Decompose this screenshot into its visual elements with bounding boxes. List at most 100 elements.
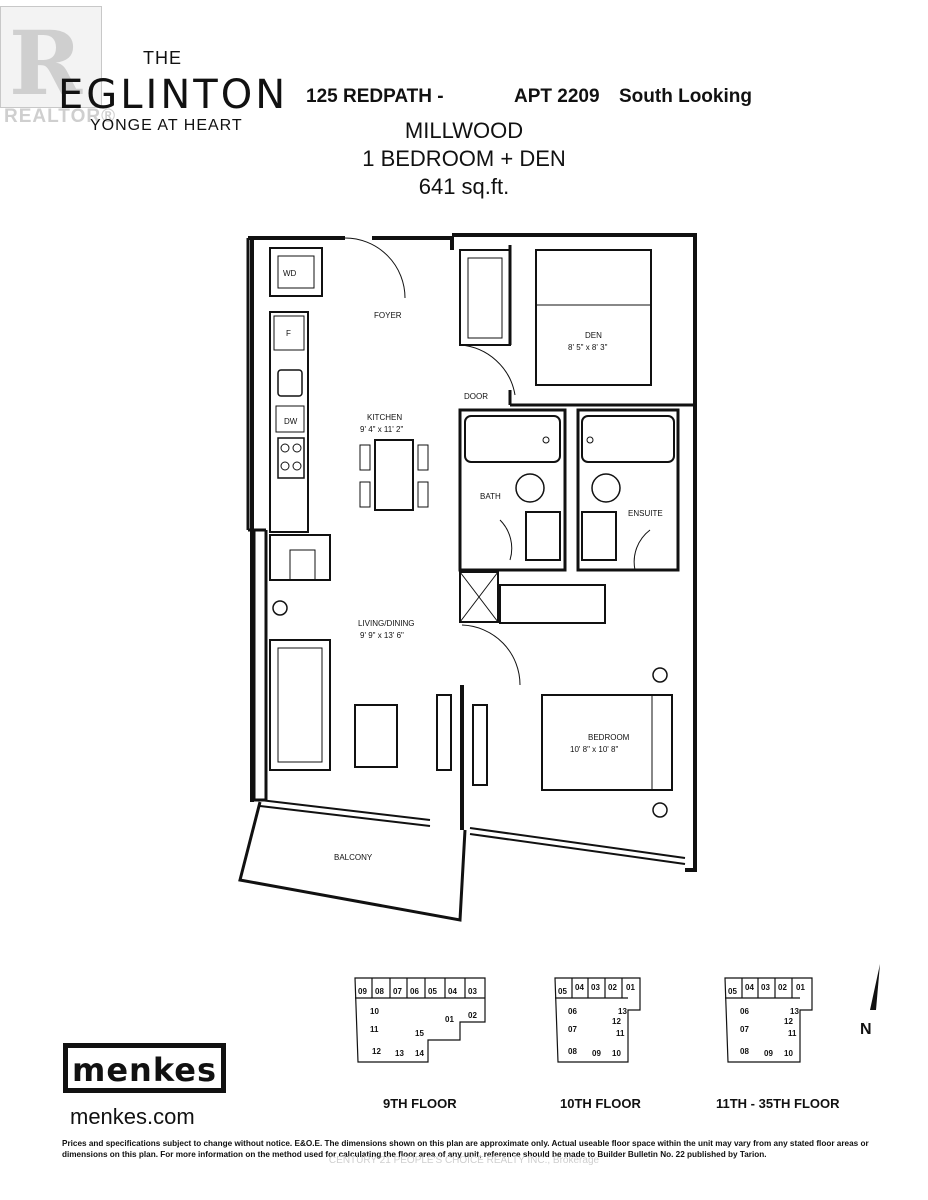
bath-label: BATH: [480, 492, 501, 501]
keyplan-10th-label: 10TH FLOOR: [560, 1096, 641, 1111]
north-label: N: [860, 1021, 872, 1038]
den-dimensions: 8' 5" x 8' 3": [568, 343, 608, 352]
bedroom-window: [469, 827, 686, 865]
coffee-table: [354, 704, 398, 768]
living-window: [259, 799, 431, 827]
svg-text:13: 13: [395, 1049, 404, 1058]
svg-text:08: 08: [740, 1047, 749, 1056]
den-label: DEN: [585, 331, 602, 340]
bedroom-door-swing: [461, 624, 521, 686]
svg-text:12: 12: [784, 1017, 793, 1026]
svg-text:06: 06: [410, 987, 419, 996]
balcony-outline: [238, 801, 467, 922]
svg-text:13: 13: [618, 1007, 627, 1016]
svg-text:06: 06: [740, 1007, 749, 1016]
entry-door-swing: [344, 237, 406, 299]
menkes-url: menkes.com: [70, 1104, 195, 1129]
menkes-logo: menkes: [63, 1043, 226, 1093]
svg-text:01: 01: [445, 1015, 454, 1024]
bath-toilet: [515, 473, 545, 503]
svg-text:03: 03: [468, 987, 477, 996]
balcony-label: BALCONY: [334, 853, 373, 862]
svg-text:07: 07: [740, 1025, 749, 1034]
cooktop: [277, 437, 305, 479]
svg-text:01: 01: [796, 983, 805, 992]
kitchen-dimensions: 9' 4" x 11' 2": [360, 425, 403, 434]
kitchen-counter: [269, 311, 309, 533]
svg-text:12: 12: [372, 1047, 381, 1056]
svg-text:07: 07: [568, 1025, 577, 1034]
svg-text:08: 08: [568, 1047, 577, 1056]
brokerage-footer: CENTURY 21 PEOPLE'S CHOICE REALTY INC., …: [328, 1155, 600, 1166]
view-orientation: South Looking: [619, 86, 752, 107]
brand-the: THE: [143, 48, 182, 68]
svg-text:03: 03: [761, 983, 770, 992]
den-bed: [535, 249, 652, 386]
kitchen-sink: [277, 369, 303, 397]
bath-room: [458, 408, 567, 572]
svg-text:01: 01: [626, 983, 635, 992]
svg-text:03: 03: [591, 983, 600, 992]
wd-label: WD: [283, 269, 297, 278]
outer-wall-left: [246, 238, 268, 802]
outer-wall: [248, 233, 697, 872]
sofa: [269, 639, 331, 771]
foyer-label: FOYER: [374, 311, 402, 320]
svg-text:02: 02: [468, 1011, 477, 1020]
svg-text:10: 10: [784, 1049, 793, 1058]
svg-text:06: 06: [568, 1007, 577, 1016]
svg-text:04: 04: [745, 983, 754, 992]
brand-tagline: YONGE AT HEART: [90, 117, 243, 134]
den-door-swing: [459, 344, 516, 396]
mechanical-closet: [459, 571, 499, 623]
ensuite-room: [576, 408, 680, 572]
brand-name: EGLINTON: [58, 72, 289, 118]
fridge-label: F: [286, 329, 291, 338]
north-arrow-icon: N: [860, 964, 880, 1038]
dining-table: [374, 439, 414, 511]
keyplan-11th-35th-label: 11TH - 35TH FLOOR: [716, 1096, 840, 1111]
svg-text:05: 05: [728, 987, 737, 996]
ensuite-label: ENSUITE: [628, 509, 663, 518]
disclaimer-text: Prices and specifications subject to cha…: [62, 1139, 869, 1159]
svg-text:15: 15: [415, 1029, 424, 1038]
unit-area: 641 sq.ft.: [418, 174, 510, 199]
bedroom-closet: [499, 584, 606, 624]
wardrobe-left: [436, 694, 452, 771]
svg-text:05: 05: [428, 987, 437, 996]
svg-text:09: 09: [358, 987, 367, 996]
svg-text:07: 07: [393, 987, 402, 996]
door-label: DOOR: [464, 392, 488, 401]
den-wall: [508, 245, 695, 407]
ensuite-toilet: [591, 473, 621, 503]
svg-text:10: 10: [612, 1049, 621, 1058]
svg-text:10: 10: [370, 1007, 379, 1016]
living-dimensions: 9' 9" x 13' 6": [360, 631, 404, 640]
realtor-r-mark: R: [9, 11, 83, 115]
svg-text:12: 12: [612, 1017, 621, 1026]
svg-text:04: 04: [575, 983, 584, 992]
svg-text:04: 04: [448, 987, 457, 996]
menkes-logo-text: menkes: [72, 1051, 217, 1089]
ensuite-tub: [581, 415, 675, 463]
ensuite-vanity: [581, 511, 617, 561]
svg-text:09: 09: [592, 1049, 601, 1058]
svg-text:14: 14: [415, 1049, 424, 1058]
bedroom-dimensions: 10' 8" x 10' 8": [570, 745, 618, 754]
svg-text:09: 09: [764, 1049, 773, 1058]
wardrobe-right: [472, 704, 488, 786]
unit-type: 1 BEDROOM + DEN: [362, 146, 566, 171]
keyplan-9th-label: 9TH FLOOR: [383, 1096, 457, 1111]
realtor-watermark-logo: R: [0, 6, 102, 115]
floor-plan: WD F DW FOYER DEN 8' 5" x 8' 3" DOOR KIT…: [238, 233, 697, 922]
svg-text:02: 02: [608, 983, 617, 992]
washer-dryer: [269, 247, 323, 297]
svg-text:11: 11: [370, 1025, 379, 1034]
svg-text:11: 11: [616, 1029, 625, 1038]
svg-text:11: 11: [788, 1029, 797, 1038]
svg-text:05: 05: [558, 987, 567, 996]
bath-vanity: [525, 511, 561, 561]
kitchen-label: KITCHEN: [367, 413, 402, 422]
